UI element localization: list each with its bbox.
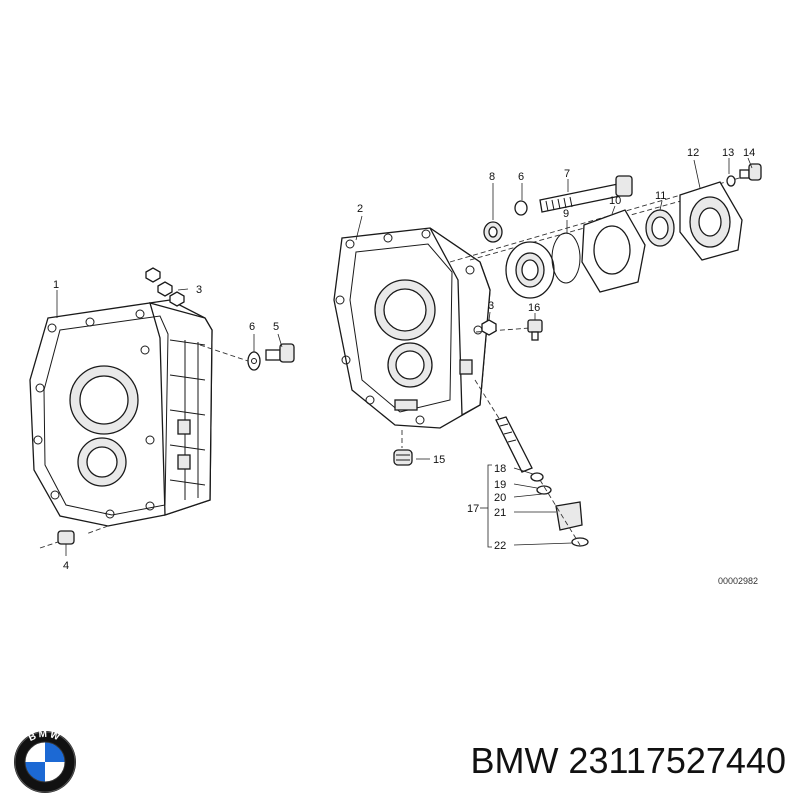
washer-13	[726, 175, 736, 187]
callout-6-right: 6	[518, 171, 524, 183]
gasket-10	[581, 209, 646, 293]
seal-ring-8	[483, 221, 503, 243]
bmw-logo: BMW	[14, 729, 76, 793]
callout-17: 17	[467, 503, 479, 515]
callout-8: 8	[489, 171, 495, 183]
washer-6-right	[514, 200, 528, 216]
bmw-logo-letters: BMW	[27, 729, 63, 744]
callout-2: 2	[357, 203, 363, 215]
dowel-pin-4	[57, 530, 75, 545]
callout-13: 13	[722, 147, 734, 159]
bolt-14	[739, 163, 762, 181]
callout-22: 22	[494, 540, 506, 552]
washer-6-left	[247, 351, 261, 371]
callout-3-right: 3	[488, 300, 494, 312]
callout-5: 5	[273, 321, 279, 333]
part-number-caption: BMW 23117527440	[470, 740, 786, 781]
nut-3-right	[481, 319, 497, 336]
callout-9: 9	[563, 208, 569, 220]
callout-20: 20	[494, 492, 506, 504]
callout-labels: 1 2 3 3 4 5 6 6 7 8 9 10 11 12 13 14 15 …	[53, 147, 755, 572]
callout-4: 4	[63, 560, 69, 572]
callout-14: 14	[743, 147, 755, 159]
callout-7: 7	[564, 168, 570, 180]
callout-15: 15	[433, 454, 445, 466]
bearing-9	[505, 232, 581, 299]
callout-12: 12	[687, 147, 699, 159]
callout-3-left: 3	[196, 284, 202, 296]
leader-lines	[56, 157, 753, 556]
callout-11: 11	[655, 190, 666, 202]
callout-21: 21	[494, 507, 506, 519]
nuts-3-left	[145, 267, 185, 307]
callout-6-left: 6	[249, 321, 255, 333]
transmission-housing-right	[333, 227, 491, 429]
diagram-reference-number: 00002982	[718, 576, 758, 586]
long-bolt-7	[539, 175, 633, 213]
plug-15	[393, 449, 413, 466]
callout-19: 19	[494, 479, 506, 491]
callout-1: 1	[53, 279, 59, 291]
bolt-16	[527, 319, 543, 341]
callout-16: 16	[528, 302, 540, 314]
transmission-housing-left	[29, 299, 213, 527]
speedometer-drive-17	[495, 416, 589, 547]
shaft-seal-11	[645, 209, 675, 247]
callout-18: 18	[494, 463, 506, 475]
bearing-cover-12	[679, 181, 743, 261]
callout-10: 10	[609, 195, 621, 207]
bolt-5	[265, 343, 295, 363]
